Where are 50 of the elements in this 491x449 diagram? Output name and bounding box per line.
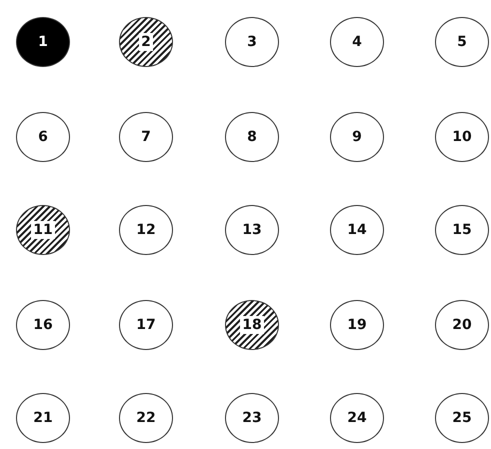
circle-number: 1 xyxy=(37,33,49,51)
circle-number: 17 xyxy=(135,316,157,334)
circle xyxy=(119,112,173,162)
circle-number: 16 xyxy=(32,316,54,334)
circle xyxy=(225,17,279,67)
circle xyxy=(119,393,173,443)
circle-number: 19 xyxy=(346,316,368,334)
circle xyxy=(225,112,279,162)
filled-circle xyxy=(16,17,70,67)
circle xyxy=(435,393,489,443)
circle xyxy=(435,205,489,255)
circle-number: 2 xyxy=(139,33,153,51)
circle-number: 22 xyxy=(135,409,157,427)
circle xyxy=(435,112,489,162)
circle-number: 8 xyxy=(246,128,258,146)
hatched-circle xyxy=(225,300,279,350)
circle-number: 20 xyxy=(451,316,473,334)
circle-number: 24 xyxy=(346,409,368,427)
circle-number: 5 xyxy=(456,33,468,51)
circle-number: 6 xyxy=(37,128,49,146)
circle-number: 23 xyxy=(241,409,263,427)
circle xyxy=(16,300,70,350)
circle xyxy=(119,300,173,350)
circle-number: 18 xyxy=(240,316,264,334)
circle-number: 15 xyxy=(451,221,473,239)
circle-number: 3 xyxy=(246,33,258,51)
circle xyxy=(225,393,279,443)
circle-number: 11 xyxy=(31,221,55,239)
circle-number: 13 xyxy=(241,221,263,239)
circle xyxy=(330,205,384,255)
hatched-circle xyxy=(119,17,173,67)
circle xyxy=(330,112,384,162)
circle xyxy=(225,205,279,255)
circle xyxy=(330,393,384,443)
circle-number: 9 xyxy=(351,128,363,146)
circle xyxy=(119,205,173,255)
circle xyxy=(435,300,489,350)
circle xyxy=(330,300,384,350)
circle-number: 4 xyxy=(351,33,363,51)
circle xyxy=(16,393,70,443)
circle-number: 12 xyxy=(135,221,157,239)
circle-number: 25 xyxy=(451,409,473,427)
circle-number: 21 xyxy=(32,409,54,427)
circle xyxy=(435,17,489,67)
circle-number: 10 xyxy=(451,128,473,146)
circle-number: 7 xyxy=(140,128,152,146)
circle-number: 14 xyxy=(346,221,368,239)
circle xyxy=(330,17,384,67)
hatched-circle xyxy=(16,205,70,255)
circle xyxy=(16,112,70,162)
